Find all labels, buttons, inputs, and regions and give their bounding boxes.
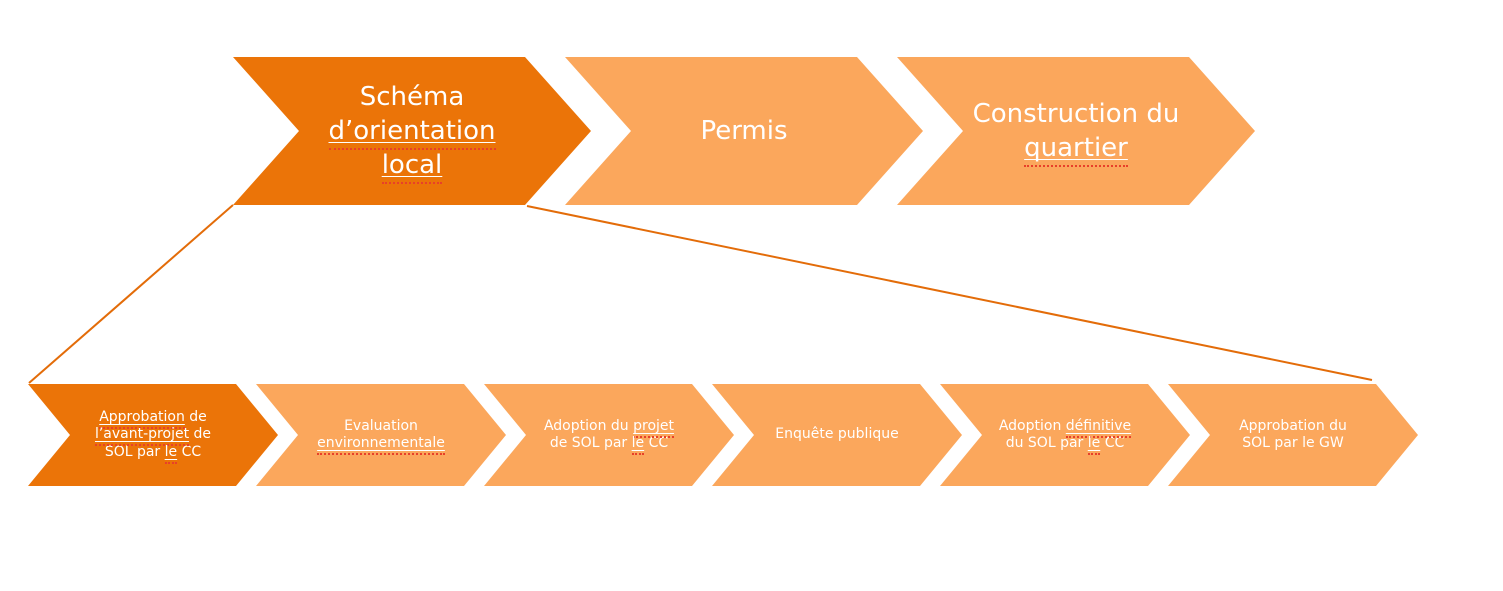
- detail-step-enquete-publique: Enquête publique: [712, 384, 962, 486]
- main-step-schema-orientation-local: Schéma d’orientation local: [233, 57, 591, 205]
- detail-step-label: Adoption définitive du SOL par le CC: [998, 417, 1132, 451]
- connector-line-left: [28, 204, 234, 384]
- detail-step-label: Approbation du SOL par le GW: [1239, 417, 1347, 451]
- main-step-construction-du-quartier: Construction du quartier: [897, 57, 1255, 205]
- detail-step-evaluation-environnementale: Evaluation environnementale: [256, 384, 506, 486]
- main-step-label: Construction du quartier: [972, 98, 1180, 163]
- main-step-label: Schéma d’orientation local: [328, 81, 496, 181]
- detail-step-label: Evaluation environnementale: [317, 417, 445, 451]
- detail-step-approbation-sol-gw: Approbation du SOL par le GW: [1168, 384, 1418, 486]
- main-step-label: Permis: [700, 115, 788, 146]
- detail-step-label: Enquête publique: [775, 426, 899, 443]
- connector-line-right: [526, 205, 1373, 381]
- detail-step-label: Approbation de l’avant-projet de SOL par…: [94, 408, 212, 460]
- detail-step-adoption-projet-sol: Adoption du projet de SOL par le CC: [484, 384, 734, 486]
- main-step-permis: Permis: [565, 57, 923, 205]
- detail-step-approbation-avant-projet: Approbation de l’avant-projet de SOL par…: [28, 384, 278, 486]
- detail-step-label: Adoption du projet de SOL par le CC: [543, 417, 675, 451]
- detail-step-adoption-definitive-sol: Adoption définitive du SOL par le CC: [940, 384, 1190, 486]
